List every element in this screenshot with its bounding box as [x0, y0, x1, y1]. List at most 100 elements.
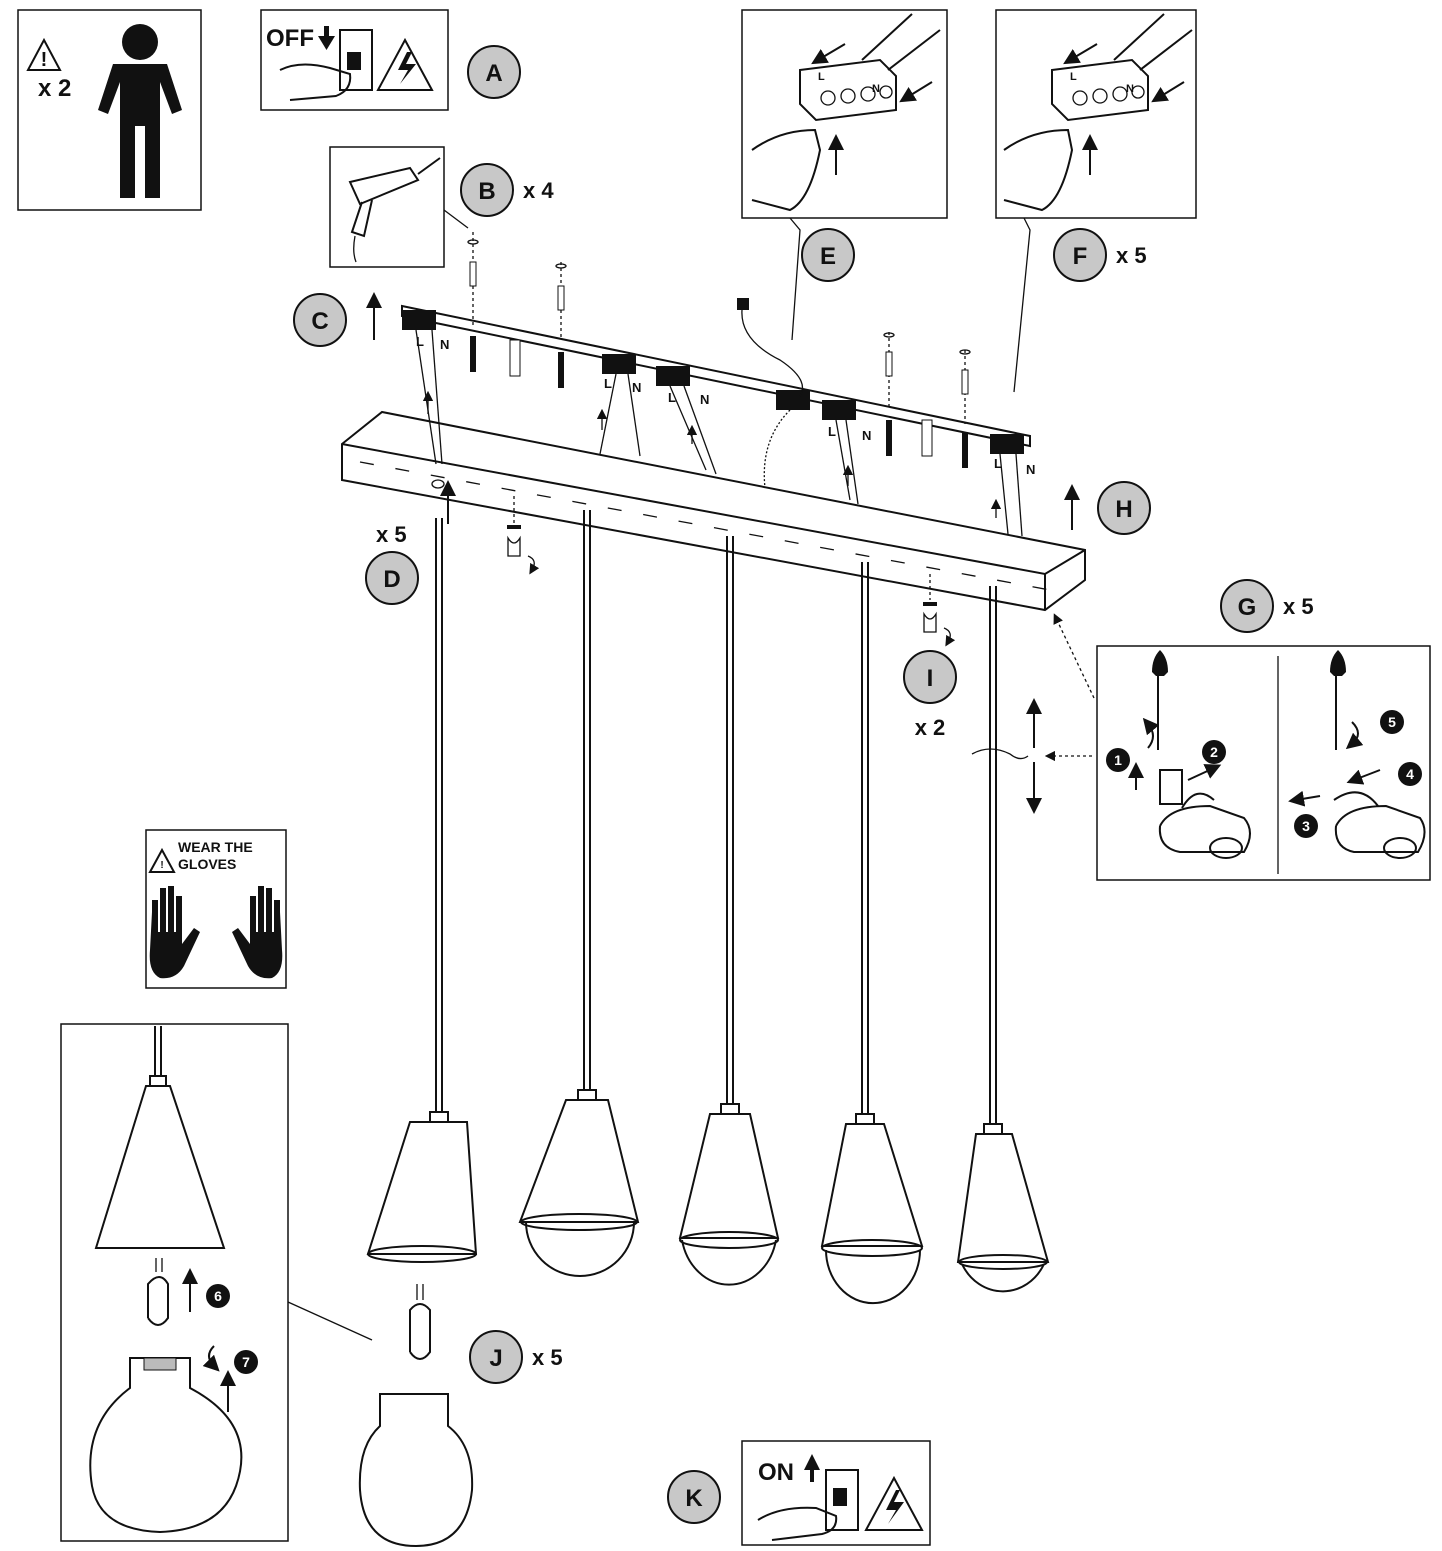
stud-icon [509, 339, 933, 457]
svg-text:4: 4 [1406, 766, 1414, 782]
glove-icon [149, 886, 283, 979]
substep-badge-1: 1 [1106, 748, 1130, 772]
svg-text:6: 6 [214, 1288, 222, 1304]
step-badge-c: C [293, 293, 347, 347]
pendant-cables [435, 510, 997, 1124]
down-arrow-icon [318, 26, 335, 50]
svg-text:5: 5 [1388, 714, 1396, 730]
wire-icon [1113, 13, 1165, 61]
svg-text:L: L [604, 376, 612, 391]
step-letter: E [820, 243, 836, 270]
substep-badge-5: 5 [1380, 710, 1404, 734]
step-letter: B [478, 178, 495, 205]
wire-icon [887, 29, 941, 71]
connector-icon [402, 310, 1024, 454]
step-letter: D [383, 566, 400, 593]
svg-text:!: ! [160, 860, 163, 871]
step-quantity: x 5 [1283, 594, 1314, 619]
terminal-e-l: L [818, 71, 825, 83]
terminal-f-l: L [1070, 71, 1077, 83]
step-letter: H [1115, 496, 1132, 523]
svg-text:L: L [416, 334, 424, 349]
svg-text:3: 3 [1302, 818, 1310, 834]
step-quantity: x 5 [532, 1345, 563, 1370]
svg-text:L: L [994, 456, 1002, 471]
pendant-shade-3 [678, 1103, 780, 1286]
up-arrow-icon [366, 292, 1080, 530]
substep-badge-2: 2 [1202, 740, 1226, 764]
substep-badge-7: 7 [234, 1350, 258, 1374]
socket-icon [409, 1284, 431, 1360]
hand-icon [751, 128, 822, 212]
step-quantity: x 4 [523, 178, 554, 203]
high-voltage-icon [864, 1475, 924, 1531]
step-badge-e: E [801, 228, 855, 282]
pendant-shade-4 [820, 1113, 924, 1305]
bracket-wire-labels: L N L N L N L N L N [416, 334, 1035, 477]
drill-icon [348, 157, 441, 263]
wire-icon [861, 13, 913, 61]
canopy-nut-icon [507, 496, 956, 647]
insert-arrow-icon [811, 43, 846, 65]
svg-text:L: L [828, 424, 836, 439]
pendant-shade-1 [366, 1111, 478, 1263]
canopy [341, 410, 1086, 612]
step-letter: K [685, 1485, 703, 1512]
wire-icon [1139, 29, 1193, 71]
terminal-block-icon [799, 58, 897, 122]
drill-panel [329, 146, 469, 268]
screwdriver-icon [1152, 650, 1346, 750]
terminal-e-n: N [872, 83, 880, 95]
hand-icon [1003, 128, 1074, 212]
step-badge-k: K [667, 1470, 721, 1524]
cable-clamp-icon [1158, 769, 1426, 859]
person-icon [98, 24, 182, 198]
step-badge-i: Ix 2 [903, 650, 957, 740]
power-on-panel: ON [741, 1440, 931, 1546]
step-letter: J [489, 1345, 502, 1372]
step-badge-a: A [467, 45, 521, 99]
pendant-shade-5 [956, 1123, 1050, 1293]
mains-cable [741, 309, 804, 397]
circuit-breaker-icon [757, 1469, 859, 1541]
gloves-line2: GLOVES [178, 856, 236, 872]
insert-arrow-icon [1151, 81, 1185, 103]
step-letter: G [1238, 594, 1257, 621]
substep-badge-4: 4 [1398, 762, 1422, 786]
substep-badge-6: 6 [206, 1284, 230, 1308]
substep-badge-3: 3 [1294, 814, 1318, 838]
persons-count: x 2 [38, 75, 71, 102]
svg-text:N: N [1026, 462, 1035, 477]
power-off-panel: OFF [260, 9, 449, 111]
step-letter: C [311, 308, 328, 335]
mounting-bracket [401, 232, 1031, 489]
svg-text:2: 2 [1210, 744, 1218, 760]
svg-text:N: N [862, 428, 871, 443]
terminal-panel-f: L N [995, 9, 1197, 393]
height-adjust-arrows [971, 613, 1095, 814]
svg-text:N: N [700, 392, 709, 407]
power-off-label: OFF [266, 25, 314, 52]
step-letter: A [485, 60, 502, 87]
insert-arrow-icon [899, 81, 933, 103]
socket-icon [147, 1258, 169, 1326]
persons-panel: ! x 2 [17, 9, 202, 211]
gloves-line1: WEAR THE [178, 839, 253, 855]
svg-text:7: 7 [242, 1354, 250, 1370]
warning-triangle-icon [26, 37, 62, 71]
step-badge-d: Dx 5 [365, 522, 419, 605]
svg-text:N: N [632, 380, 641, 395]
pendant-shade-2 [518, 1089, 640, 1277]
svg-text:N: N [440, 337, 449, 352]
up-arrow-icon [804, 1454, 820, 1482]
high-voltage-icon [376, 37, 434, 91]
step-quantity: x 5 [1116, 243, 1147, 268]
step-letter: I [927, 665, 934, 692]
strain-relief-panel [1096, 645, 1431, 881]
step-quantity: x 5 [376, 522, 407, 547]
